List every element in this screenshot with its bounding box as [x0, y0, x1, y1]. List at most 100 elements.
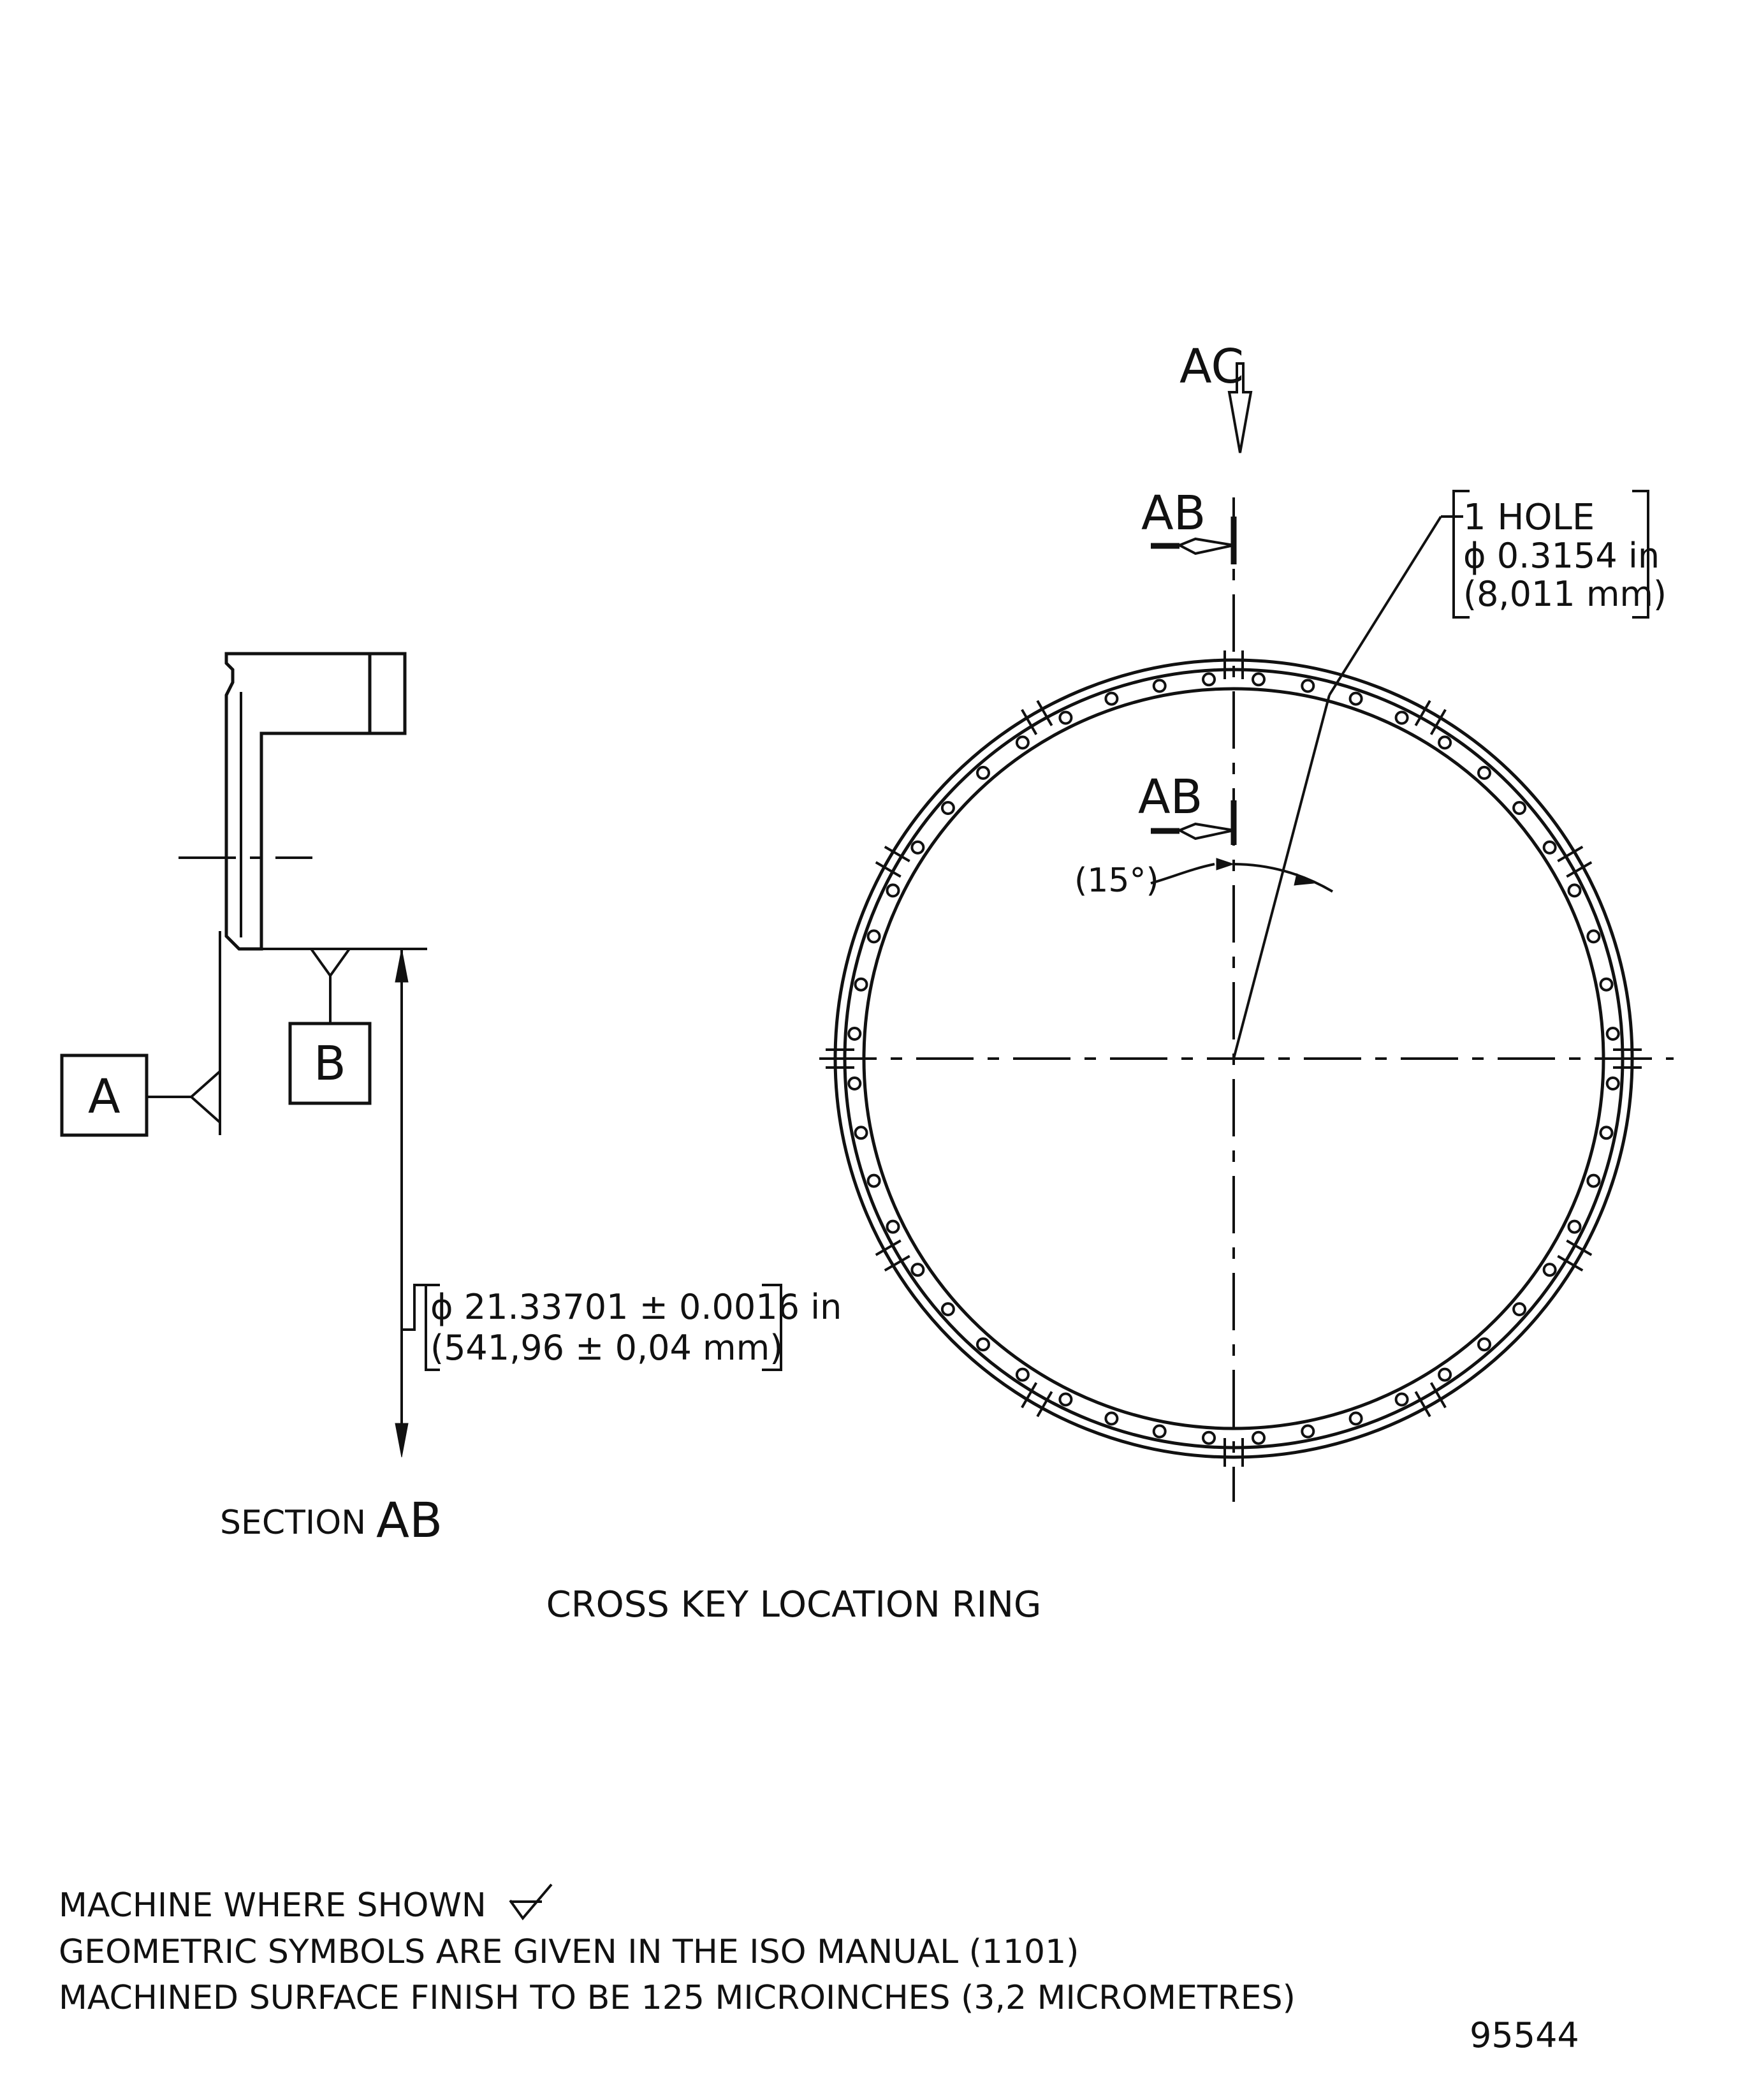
bolt-hole	[1015, 1367, 1030, 1382]
bolt-hole	[976, 765, 990, 780]
cross-key-slot	[1021, 1382, 1053, 1418]
section-caption-prefix: SECTION	[220, 1504, 366, 1542]
bolt-hole	[1567, 1219, 1582, 1234]
bolt-hole	[1301, 1424, 1315, 1439]
bolt-hole	[1348, 691, 1363, 706]
diameter-mm: (541,96 ± 0,04 mm)	[430, 1328, 783, 1368]
slot-edge	[1566, 1239, 1593, 1256]
bolt-hole	[910, 840, 925, 855]
diameter-arrow-bottom	[395, 1423, 409, 1458]
bolt-hole	[1605, 1027, 1620, 1041]
hole-callout-line2: ϕ 0.3154 in	[1463, 536, 1660, 576]
bolt-hole	[1512, 801, 1527, 815]
cross-key-slot	[875, 846, 910, 878]
bolt-hole	[1104, 1411, 1119, 1426]
cross-key-slot	[1021, 700, 1053, 735]
diameter-inch: ϕ 21.33701 ± 0.0016 in	[430, 1287, 842, 1327]
cross-key-slot	[1414, 700, 1447, 735]
view-label-ac: AC	[1179, 339, 1244, 394]
bolt-hole	[1058, 710, 1073, 725]
cross-key-slot	[875, 1239, 910, 1272]
slot-edge	[1021, 709, 1038, 735]
hole-callout-line3: (8,011 mm)	[1463, 574, 1667, 614]
cross-key-slot	[1557, 1239, 1593, 1272]
angle-leader	[1150, 863, 1215, 885]
bolt-hole	[886, 883, 900, 898]
bolt-hole	[1152, 1424, 1167, 1439]
datum-a-triangle	[189, 1068, 221, 1126]
bolt-hole	[1542, 840, 1557, 855]
bolt-hole	[1567, 883, 1582, 898]
cross-key-slot	[1223, 650, 1244, 679]
bolt-hole	[1394, 1392, 1409, 1407]
angle-label: (15°)	[1074, 862, 1159, 900]
bolt-hole	[1599, 977, 1614, 992]
angle-arrow-left	[1216, 858, 1235, 870]
bolt-hole	[1512, 1302, 1527, 1316]
datum-b-letter: B	[314, 1036, 346, 1091]
diameter-arrow-top	[395, 948, 409, 983]
section-caption-label: AB	[376, 1492, 442, 1548]
machine-checkmark-icon	[509, 1883, 553, 1921]
bolt-hole	[1058, 1392, 1073, 1407]
bolt-hole	[940, 801, 955, 815]
slot-edge	[1036, 700, 1053, 726]
cross-key-slot	[1613, 1048, 1642, 1069]
bolt-hole	[1252, 672, 1266, 687]
hole-leader	[1328, 515, 1442, 696]
bolt-hole	[847, 1076, 862, 1090]
slot-edge	[1414, 1391, 1431, 1418]
ring-profile	[224, 652, 407, 951]
slot-edge	[1557, 846, 1584, 863]
bolt-hole	[1104, 691, 1119, 706]
bolt-hole	[1605, 1076, 1620, 1090]
bolt-hole	[854, 977, 868, 992]
angle-arc	[1233, 863, 1334, 893]
slot-edge	[1429, 1382, 1447, 1409]
cross-key-slot	[1414, 1382, 1447, 1418]
bolt-hole	[1477, 1337, 1491, 1352]
diameter-bracket-left	[425, 1284, 440, 1371]
bolt-hole	[1542, 1263, 1557, 1277]
slot-edge	[1557, 1254, 1584, 1272]
bolt-hole	[1477, 765, 1491, 780]
bolt-hole	[1586, 1173, 1601, 1188]
drawing-title: CROSS KEY LOCATION RING	[546, 1584, 1042, 1626]
ring-view: (15°) AC AB AB 1 HOLE ϕ 0.3154 in (8,011…	[819, 339, 1674, 1502]
bolt-hole	[854, 1126, 868, 1140]
bolt-holes	[847, 672, 1620, 1445]
hole-callout-bracket-right	[1632, 490, 1649, 619]
diameter-leader	[402, 1284, 427, 1331]
hole-callout-line1: 1 HOLE	[1463, 497, 1595, 538]
bolt-hole	[1586, 929, 1601, 944]
bolt-hole	[1252, 1430, 1266, 1445]
cross-key-slot	[1557, 846, 1593, 878]
bolt-hole	[1202, 672, 1216, 687]
slot-edge	[1021, 1382, 1038, 1409]
bolt-hole	[1152, 679, 1167, 693]
bolt-hole	[1301, 679, 1315, 693]
note-line-2: GEOMETRIC SYMBOLS ARE GIVEN IN THE ISO M…	[59, 1933, 1079, 1971]
drawing-number: 95544	[1470, 2015, 1579, 2055]
bolt-hole	[940, 1302, 955, 1316]
datum-b-frame	[288, 1022, 372, 1105]
section-label-ab-top: AB	[1141, 486, 1206, 541]
section-arrow-mid	[1176, 822, 1234, 841]
datum-a-frame	[60, 1054, 149, 1137]
bolt-hole	[847, 1027, 862, 1041]
bolt-hole	[1348, 1411, 1363, 1426]
bolt-hole	[976, 1337, 990, 1352]
bolt-hole	[866, 1173, 881, 1188]
hole-callout-bracket-left	[1452, 490, 1470, 619]
bolt-hole	[1202, 1430, 1216, 1445]
bolt-hole	[1599, 1126, 1614, 1140]
diameter-bracket-right	[762, 1284, 782, 1371]
datum-b-triangle	[309, 948, 352, 978]
general-notes: MACHINE WHERE SHOWN GEOMETRIC SYMBOLS AR…	[59, 1883, 1296, 2017]
section-label-ab-mid: AB	[1138, 770, 1202, 825]
bolt-hole	[1438, 1367, 1452, 1382]
datum-a-letter: A	[88, 1069, 120, 1124]
bolt-hole	[1015, 735, 1030, 750]
note-line-1: MACHINE WHERE SHOWN	[59, 1886, 486, 1925]
